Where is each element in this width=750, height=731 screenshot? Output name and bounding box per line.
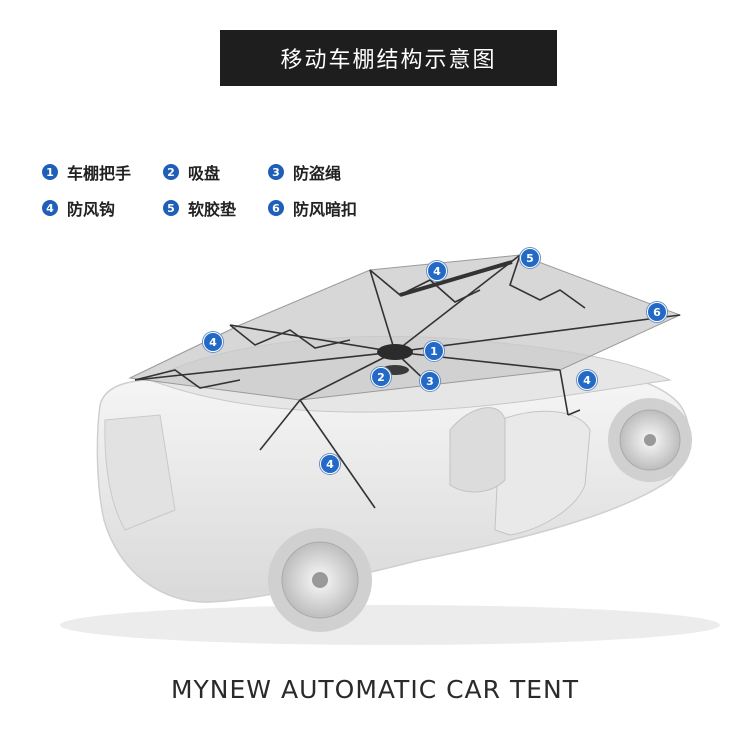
legend-number-badge: 4 [42,200,58,216]
legend-item-wind-snap: 6 防风暗扣 [268,196,357,220]
callout-anti-theft-rope: 3 [420,371,440,391]
car-shadow [60,605,720,645]
car-tent-illustration [0,230,750,650]
legend-label: 防风暗扣 [293,196,357,220]
page-title-text: 移动车棚结构示意图 [280,42,496,74]
callout-wind-hook: 4 [320,454,340,474]
legend-label: 车棚把手 [67,160,131,184]
callout-wind-hook: 4 [203,332,223,352]
legend-item-suction-cup: 2 吸盘 [163,160,220,184]
callout-handle: 1 [424,341,444,361]
callout-wind-hook: 4 [577,370,597,390]
legend-number-badge: 3 [268,164,284,180]
legend-item-anti-theft-rope: 3 防盗绳 [268,160,341,184]
legend-number-badge: 6 [268,200,284,216]
page-title: 移动车棚结构示意图 [220,30,557,86]
callout-rubber-pad: 5 [520,248,540,268]
legend-number-badge: 5 [163,200,179,216]
legend-number-badge: 2 [163,164,179,180]
legend-item-rubber-pad: 5 软胶垫 [163,196,236,220]
legend-label: 防盗绳 [293,160,341,184]
legend: 1 车棚把手 2 吸盘 3 防盗绳 4 防风钩 5 软胶垫 6 防风暗扣 [42,160,442,230]
legend-label: 软胶垫 [188,196,236,220]
callout-wind-hook: 4 [427,261,447,281]
callout-suction-cup: 2 [371,367,391,387]
legend-item-wind-hook: 4 防风钩 [42,196,115,220]
legend-label: 防风钩 [67,196,115,220]
tent-hub [377,344,413,360]
front-wheel [608,398,692,482]
legend-label: 吸盘 [188,160,220,184]
legend-item-handle: 1 车棚把手 [42,160,131,184]
legend-number-badge: 1 [42,164,58,180]
rear-wheel [268,528,372,632]
footer-title: MYNEW AUTOMATIC CAR TENT [0,675,750,704]
callout-wind-snap: 6 [647,302,667,322]
